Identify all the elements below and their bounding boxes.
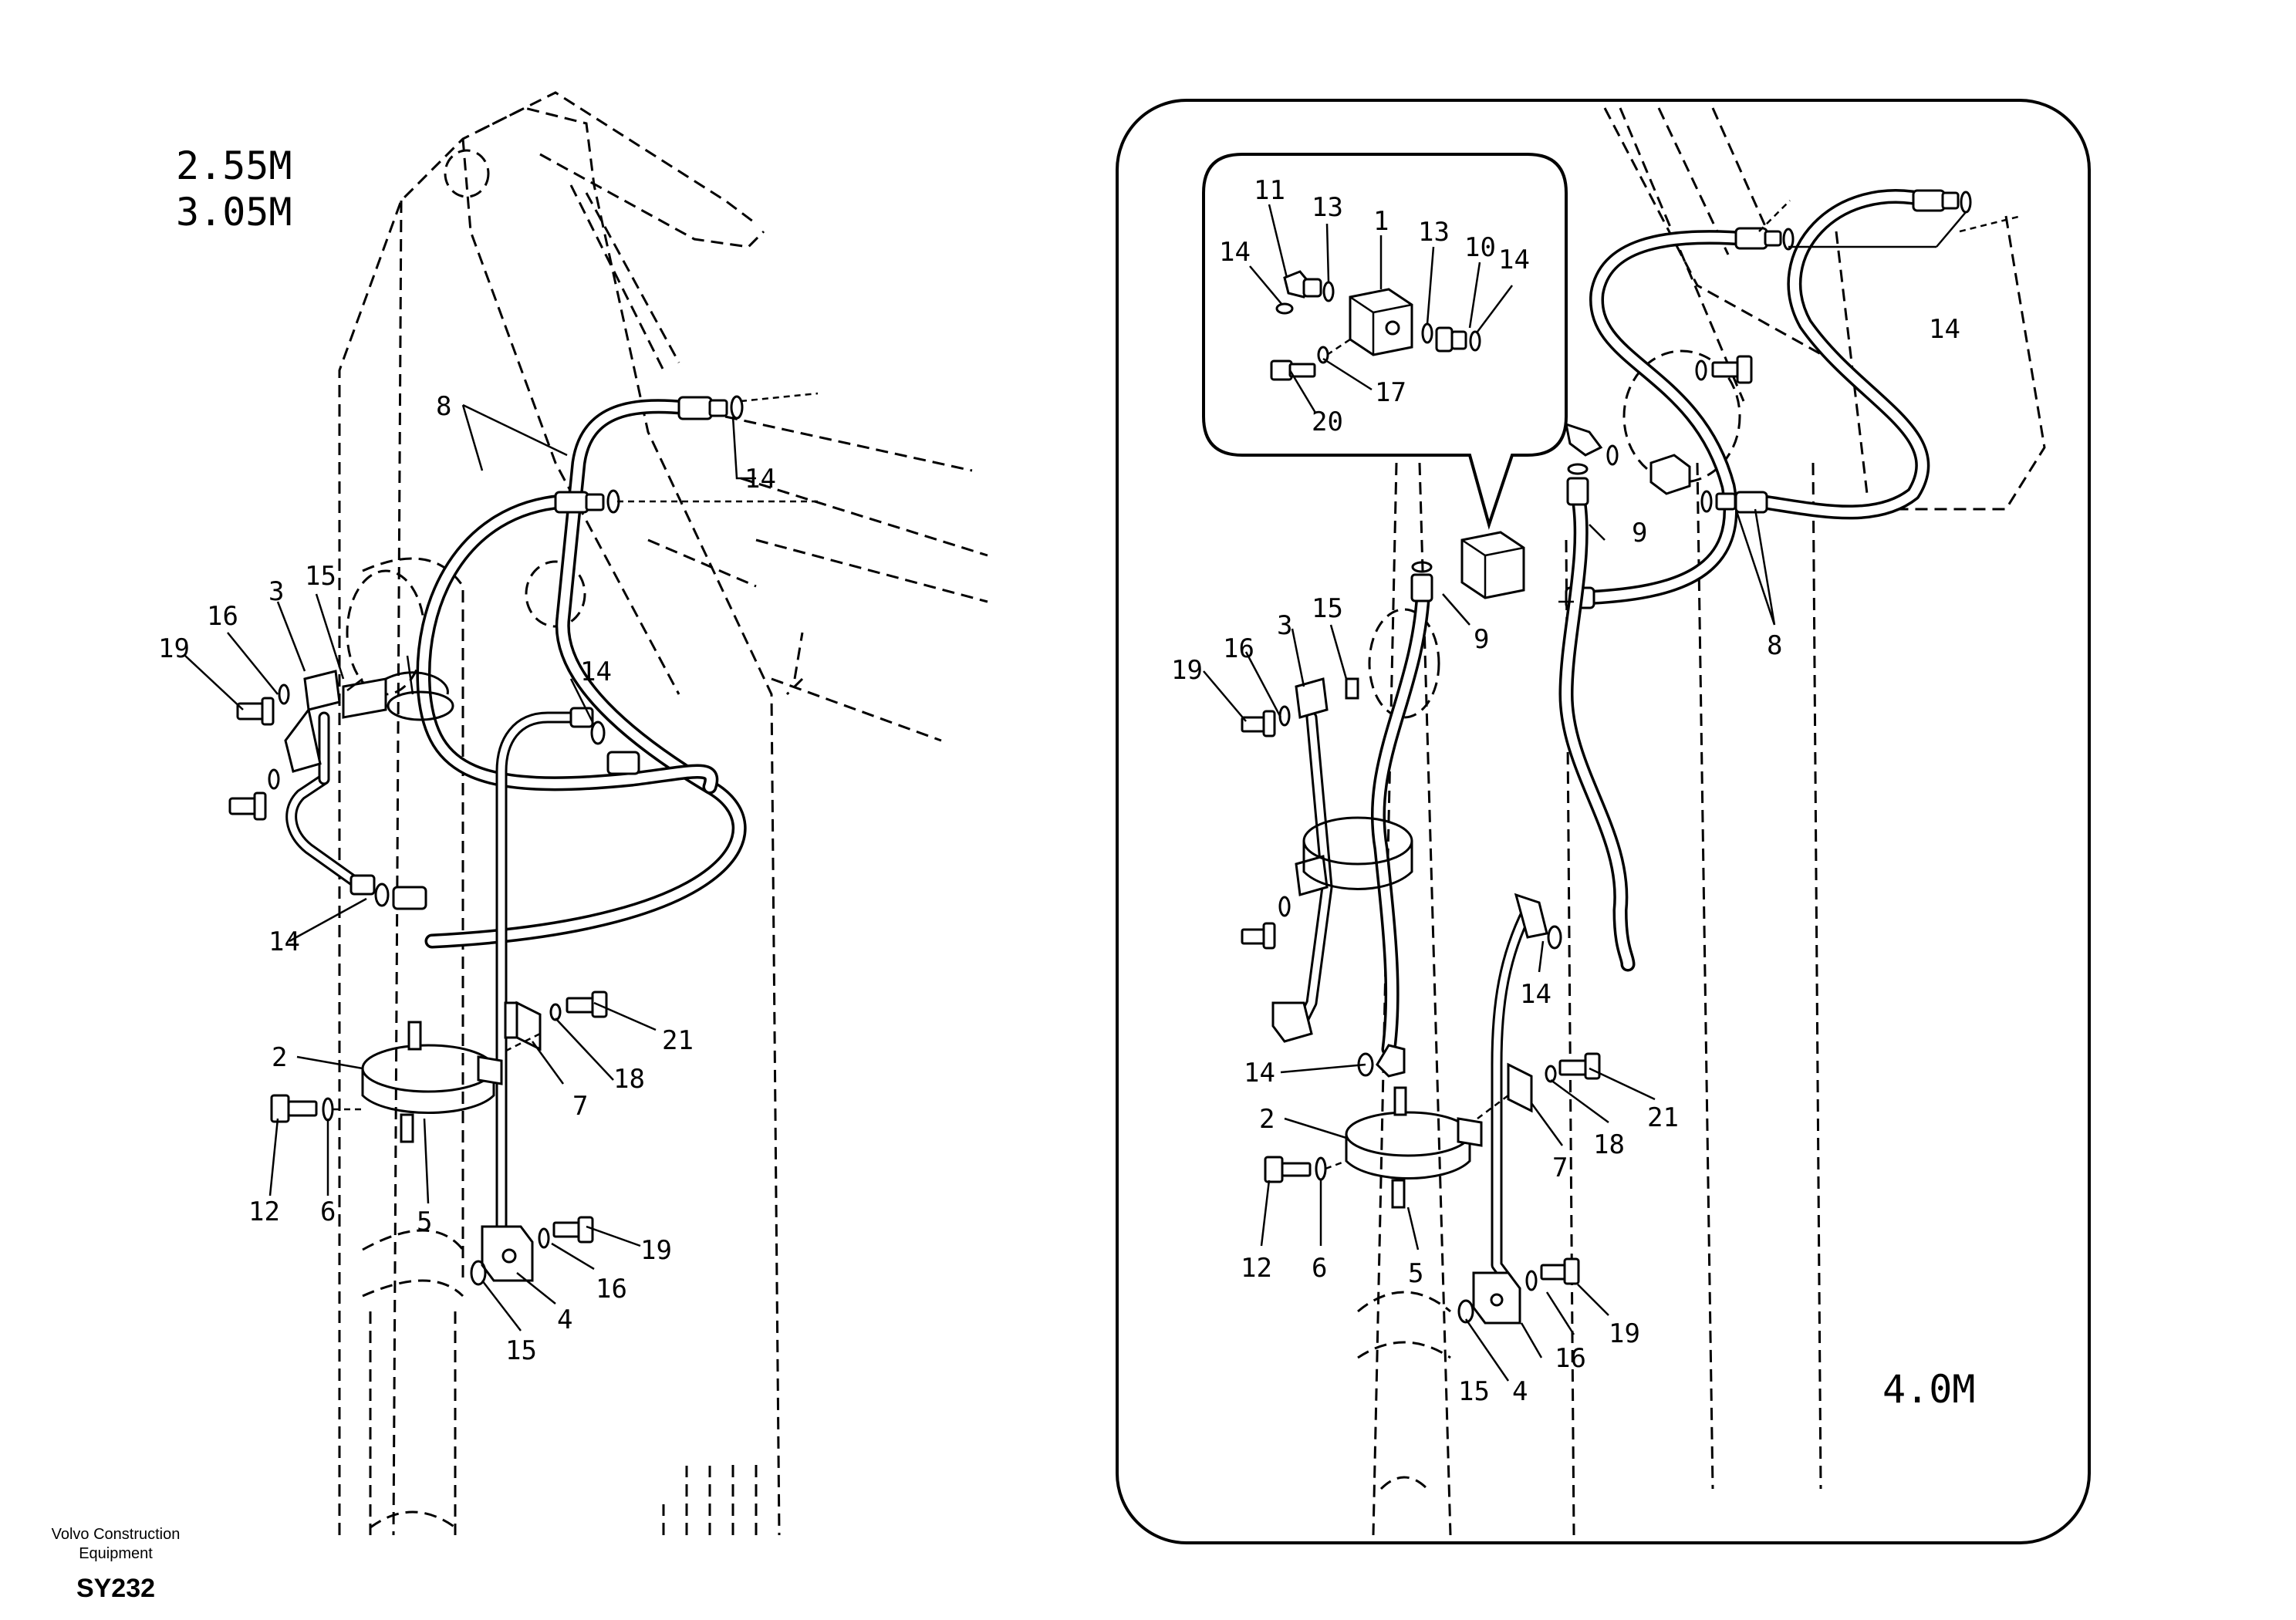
left-block-4 [470,1216,594,1286]
callout-label: 14 [1498,245,1530,275]
right-hose-9 [1357,463,1636,1078]
left-bolts-upper [228,683,290,821]
callout-label: 11 [1254,175,1285,206]
callout-label: 21 [1647,1102,1679,1133]
callout-label: 16 [596,1274,627,1304]
left-view [184,91,988,1536]
callout-label: 2 [1259,1104,1275,1135]
callout-label: 14 [1929,314,1960,345]
callout-label: 15 [305,561,336,592]
right-view [1116,99,2091,1544]
callout-label: 10 [1464,232,1496,263]
callout-label: 5 [417,1207,432,1237]
detail-callout-box [1202,153,1568,530]
callout-label: 17 [1375,377,1406,408]
callout-label: 6 [1312,1253,1327,1284]
variant-label-4-0m: 4.0M [1882,1367,1975,1412]
callout-label: 14 [1520,979,1551,1010]
callout-label: 3 [268,576,284,607]
callout-label: 21 [662,1025,694,1056]
callout-label: 16 [1223,633,1254,664]
right-callouts: 14 9 9 8 15 3 16 19 14 14 2 12 6 5 7 18 … [1171,314,1960,1407]
left-bracket-3 [284,655,454,773]
footer: Volvo Construction Equipment SY232 [52,1526,181,1603]
callout-label: 16 [1555,1343,1586,1374]
left-hose-8 [416,399,747,949]
callout-label: 19 [1609,1318,1640,1349]
left-leader-lines [184,403,756,1331]
diagram-code: SY232 [76,1574,155,1603]
variant-label-2-55m: 2.55M [176,143,292,188]
callout-label: 6 [320,1196,336,1227]
callout-label: 14 [1244,1058,1275,1088]
callout-label: 12 [248,1196,280,1227]
right-valve-block-1 [1460,355,1753,599]
callout-label: 18 [1593,1129,1625,1160]
callout-label: 4 [557,1304,572,1335]
right-clamp-2 [1264,1052,1601,1209]
callout-label: 13 [1312,192,1343,223]
callout-label: 15 [505,1335,537,1366]
callout-label: 14 [268,926,300,957]
left-boom-outline [338,91,988,1536]
left-clamp-2 [361,1021,503,1143]
callout-label: 12 [1241,1253,1272,1284]
left-callouts: 8 14 15 3 16 19 14 14 2 12 6 5 7 18 21 1… [158,391,776,1366]
callout-label: 7 [1552,1153,1568,1183]
callout-label: 18 [613,1064,645,1095]
left-variant-labels: 2.55M 3.05M [176,143,292,235]
callout-label: 1 [1373,206,1389,237]
right-tube-left [1241,677,1413,1043]
callout-label: 13 [1418,217,1450,248]
callout-label: 19 [158,633,190,664]
left-bolts-lower [270,991,608,1123]
callout-label: 15 [1312,593,1343,624]
callout-label: 19 [1171,655,1203,686]
company-name-line1: Volvo Construction [52,1526,181,1543]
company-name-line2: Equipment [79,1545,153,1562]
callout-label: 8 [436,391,451,422]
callout-label: 14 [745,464,776,494]
callout-label: 3 [1277,610,1292,641]
variant-label-3-05m: 3.05M [176,190,292,235]
right-tube-right [1491,893,1562,1287]
callout-label: 14 [1219,237,1251,268]
callout-label: 8 [1767,630,1782,661]
callout-label: 4 [1512,1376,1528,1407]
left-fittings-top [554,392,819,514]
callout-label: 20 [1312,407,1343,437]
callout-label: 5 [1408,1258,1423,1289]
callout-label: 15 [1458,1376,1490,1407]
callout-label: 19 [640,1235,672,1266]
callout-label: 9 [1632,518,1647,548]
callout-label: 9 [1474,624,1489,655]
right-block-4 [1457,1257,1580,1325]
right-detail-callouts: 11 13 1 13 10 14 14 17 20 [1219,175,1530,437]
left-tube-right [495,707,640,1233]
left-tube-left [285,711,427,910]
callout-label: 16 [207,601,238,632]
callout-label: 14 [580,656,612,687]
right-hose-8 [1565,189,2022,609]
right-leader-lines [1203,508,1776,1382]
callout-label: 7 [572,1091,588,1122]
callout-label: 2 [272,1042,287,1073]
